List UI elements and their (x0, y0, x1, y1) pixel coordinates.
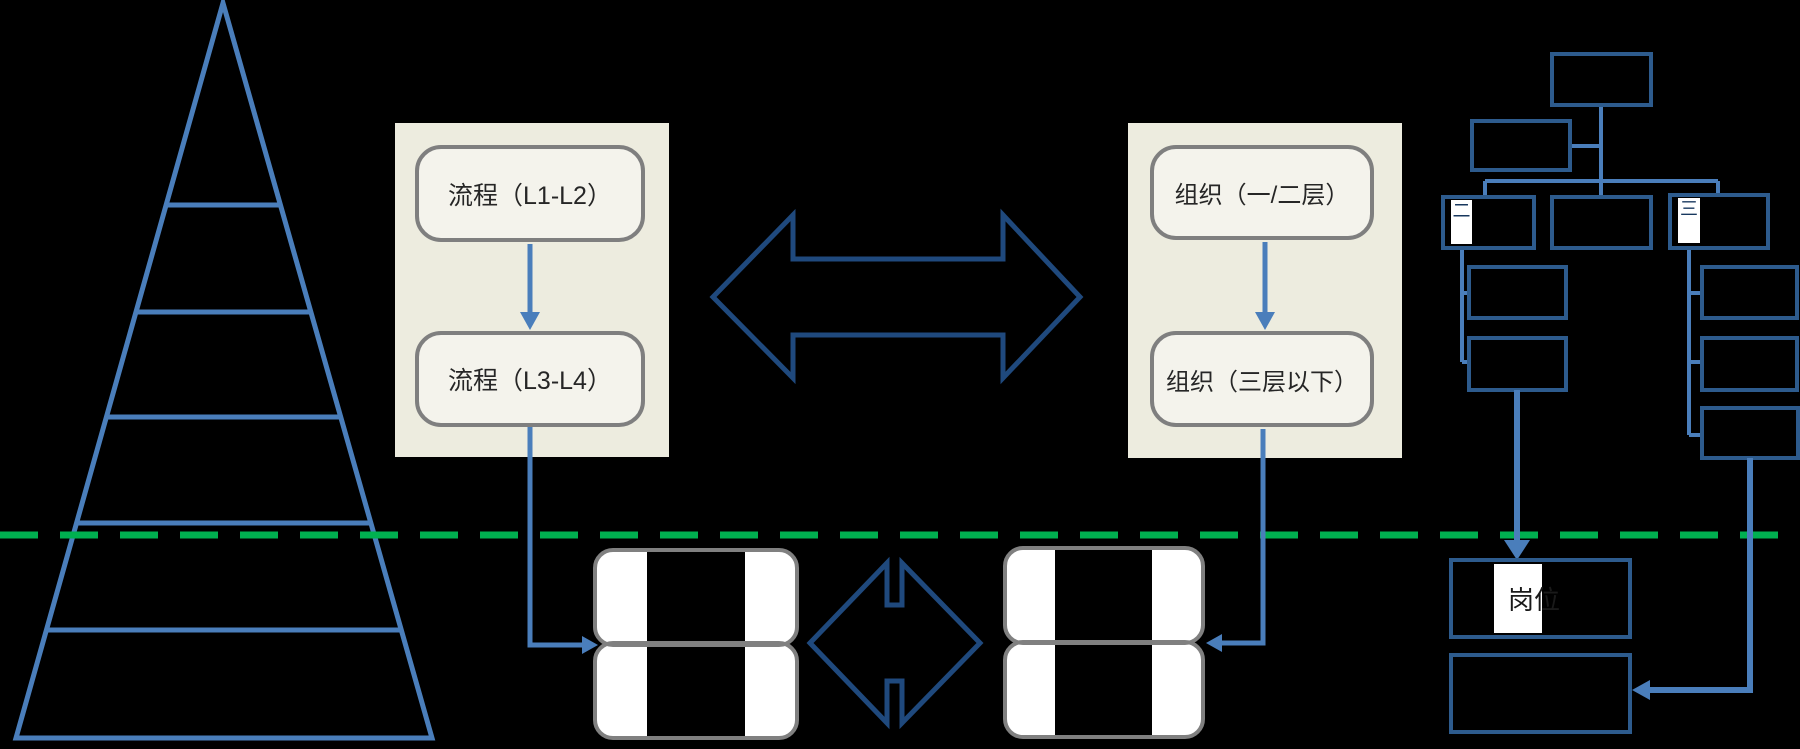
process-to-card-connector (527, 427, 583, 648)
org-to-card-arrowhead-icon (1206, 634, 1222, 652)
org-to-card-connector (1221, 429, 1266, 646)
org-level3-left-tag: 二 (1452, 201, 1471, 221)
org-node-sub-left-1 (1467, 265, 1568, 320)
position-box-highlight (1494, 564, 1542, 633)
org-node-level3-middle (1550, 195, 1653, 250)
process-to-card-arrowhead-icon (582, 636, 598, 654)
org-top-layers-node (1150, 145, 1374, 240)
org-node-sub-right-3 (1700, 406, 1800, 460)
pyramid-outline (12, 0, 436, 741)
org-level3-right-tag: 三 (1680, 199, 1698, 219)
org-top-layers-label: 组织（一/二层） (1174, 182, 1350, 209)
process-org-double-arrow-icon (709, 208, 1084, 385)
process-panel (395, 123, 669, 457)
card-right-row2-border (1003, 640, 1205, 739)
process-card-left (593, 548, 799, 740)
org-node-staff (1470, 119, 1572, 172)
org-card-right (1003, 546, 1205, 739)
org-chart (1441, 52, 1800, 460)
org-chart-connectors (1460, 105, 1720, 437)
process-pyramid (12, 0, 436, 741)
process-l3l4-node (415, 331, 645, 427)
org-level3-left-highlight (1451, 200, 1472, 244)
org-panel (1128, 123, 1402, 458)
card-left-row2-border (593, 641, 799, 740)
org-to-position-arrowhead-icon (1504, 540, 1530, 560)
bottom-right-box (1449, 653, 1632, 734)
org-to-bottom-box-connector (1650, 458, 1753, 693)
process-internal-arrowhead-icon (520, 312, 540, 330)
position-label: 岗位 (1508, 585, 1561, 615)
org-internal-arrowhead-icon (1255, 312, 1275, 330)
process-l1l2-node (415, 145, 645, 242)
process-l3l4-label: 流程（L3-L4） (448, 367, 612, 395)
org-to-bottom-box-arrowhead-icon (1632, 680, 1650, 700)
process-l1l2-label: 流程（L1-L2） (448, 181, 612, 210)
position-section (1449, 558, 1632, 734)
org-chart-boxes (1441, 52, 1800, 460)
org-node-sub-right-2 (1700, 336, 1799, 392)
card-mapping-double-arrow-icon (806, 556, 984, 730)
org-node-sub-right-1 (1700, 265, 1799, 320)
org-lower-layers-label: 组织（三层以下） (1166, 368, 1358, 396)
org-lower-layers-node (1150, 331, 1374, 427)
org-node-top (1550, 52, 1653, 107)
org-node-sub-left-2 (1467, 336, 1568, 392)
org-level3-right-highlight (1678, 198, 1700, 243)
